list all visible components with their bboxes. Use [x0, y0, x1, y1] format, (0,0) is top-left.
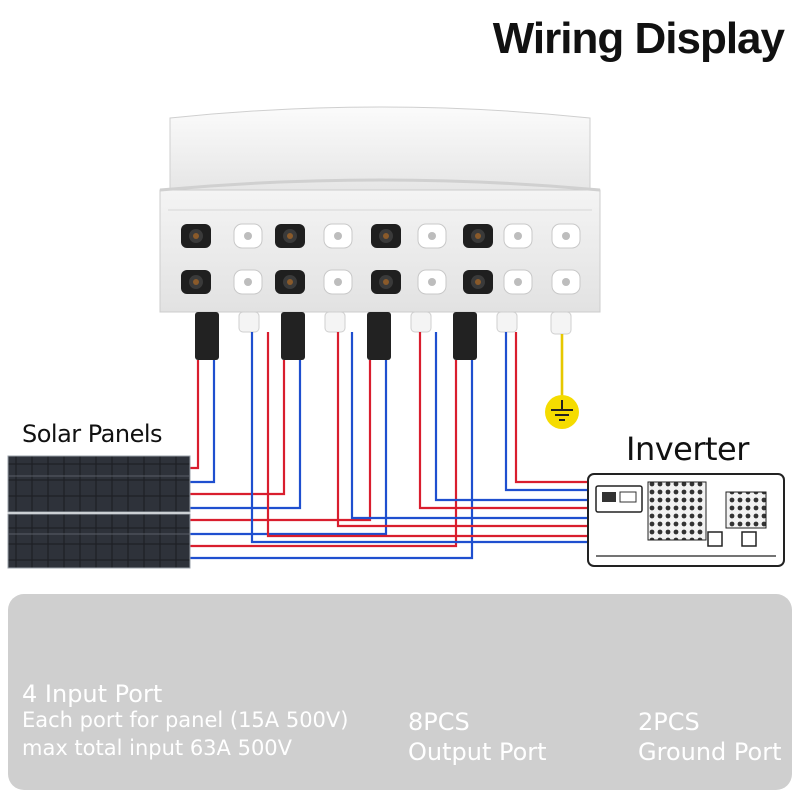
mc4-connector-icon	[371, 224, 401, 248]
mc4-connector-icon	[275, 270, 305, 294]
combiner-box	[159, 106, 601, 313]
ground-port-count: 2PCS	[638, 708, 700, 736]
cable-gland-icon	[551, 223, 581, 249]
cable-gland-icon	[417, 269, 447, 295]
specs-panel	[8, 594, 792, 790]
ground-port-label: Ground Port	[638, 738, 782, 766]
mc4-connector-icon	[275, 224, 305, 248]
mc4-connector-icon	[181, 270, 211, 294]
cable-gland-icon	[323, 269, 353, 295]
cable-gland-icon	[238, 311, 572, 335]
cable-gland-icon	[551, 269, 581, 295]
connector-row-top	[181, 223, 581, 249]
connector-row-bottom	[181, 269, 581, 295]
page-title: Wiring Display	[492, 14, 785, 63]
mc4-connector-icon	[195, 312, 477, 360]
input-port-title: 4 Input Port	[22, 680, 163, 708]
output-port-label: Output Port	[408, 738, 547, 766]
cable-gland-icon	[323, 223, 353, 249]
cable-gland-icon	[503, 223, 533, 249]
output-port-count: 8PCS	[408, 708, 470, 736]
cable-gland-icon	[233, 269, 263, 295]
mc4-connector-icon	[181, 224, 211, 248]
ground-symbol-icon	[545, 395, 579, 429]
wires	[188, 311, 590, 560]
cable-gland-icon	[233, 223, 263, 249]
inverter-image	[587, 473, 785, 567]
inverter-label: Inverter	[626, 430, 749, 468]
solar-panels-label: Solar Panels	[22, 420, 163, 448]
mc4-connector-icon	[463, 270, 493, 294]
input-port-line2: max total input 63A 500V	[22, 736, 293, 760]
input-port-line1: Each port for panel (15A 500V)	[22, 708, 349, 732]
mc4-connector-icon	[371, 270, 401, 294]
solar-panels-image	[7, 455, 191, 569]
mc4-connector-icon	[463, 224, 493, 248]
cable-gland-icon	[417, 223, 447, 249]
cable-gland-icon	[503, 269, 533, 295]
